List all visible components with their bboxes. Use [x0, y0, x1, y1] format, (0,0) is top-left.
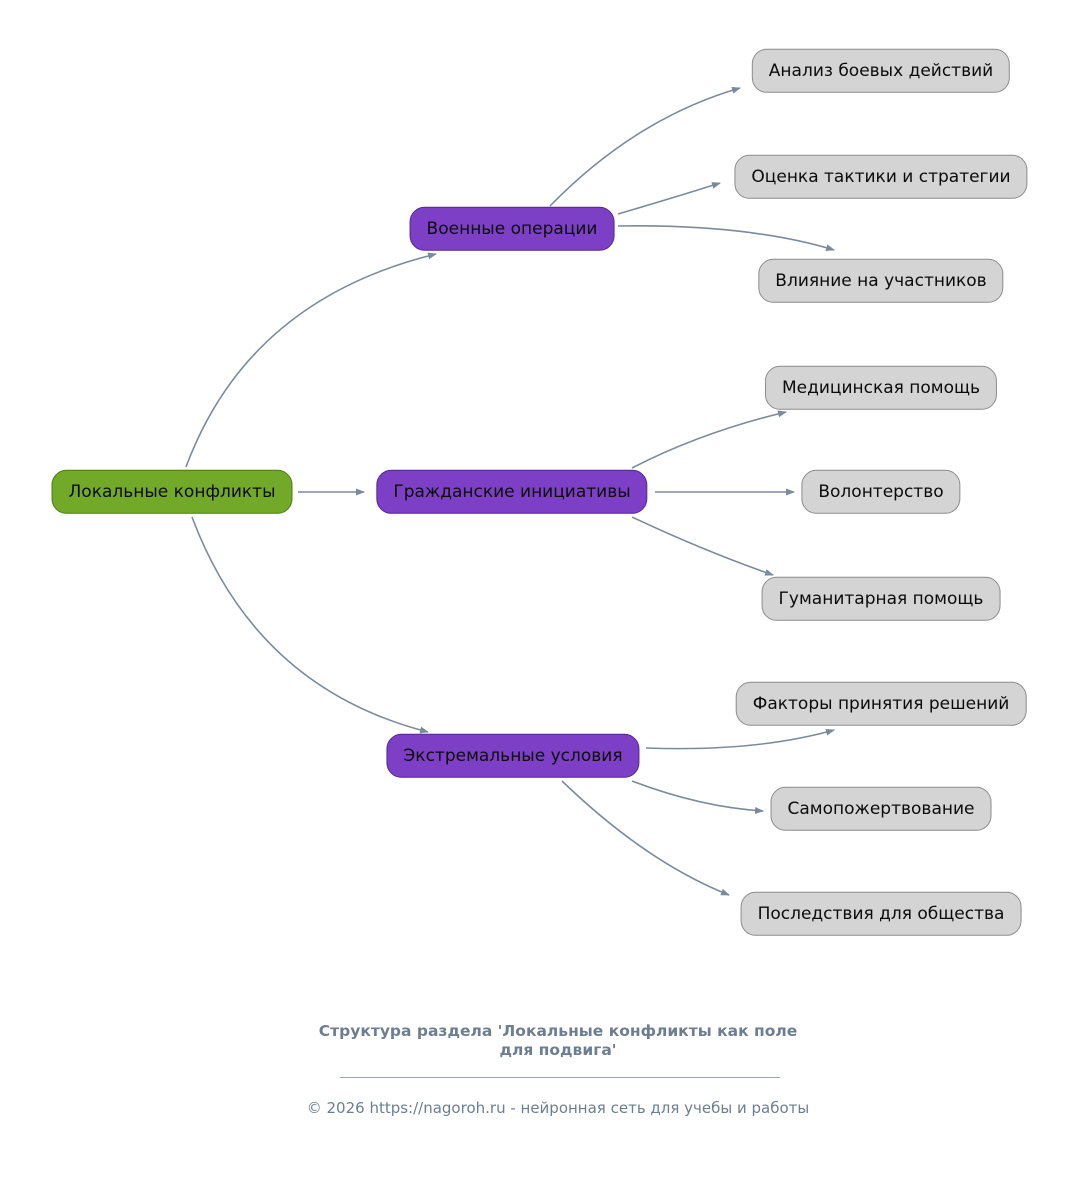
node-leaf-society-consequences: Последствия для общества: [740, 891, 1022, 937]
edge-civil-to-humanitarian: [631, 516, 774, 576]
node-leaf-volunteering: Волонтерство: [801, 469, 961, 515]
node-leaf-tactics-strategy: Оценка тактики и стратегии: [734, 154, 1028, 200]
node-branch-military-operations: Военные операции: [409, 206, 615, 252]
edge-military-to-tactics: [617, 182, 721, 215]
node-branch-extreme-conditions: Экстремальные условия: [386, 733, 640, 779]
edge-extreme-to-sacrifice: [631, 780, 764, 814]
node-leaf-self-sacrifice: Самопожертвование: [770, 786, 992, 832]
edge-extreme-to-decisions: [645, 728, 835, 750]
node-leaf-impact-participants: Влияние на участников: [758, 258, 1004, 304]
edge-military-to-analysis: [549, 86, 741, 207]
edge-military-to-impact: [617, 225, 835, 252]
edge-extreme-to-consequences: [561, 780, 730, 896]
edge-root-to-military: [185, 252, 437, 468]
footer-copyright: © 2026 https://nagoroh.ru - нейронная се…: [306, 1099, 810, 1117]
node-leaf-humanitarian-aid: Гуманитарная помощь: [761, 576, 1001, 622]
node-leaf-combat-analysis: Анализ боевых действий: [751, 48, 1011, 94]
footer-divider: [340, 1077, 780, 1078]
node-leaf-decision-factors: Факторы принятия решений: [735, 681, 1027, 727]
node-branch-civil-initiatives: Гражданские инициативы: [376, 469, 648, 515]
edge-civil-to-medical: [631, 410, 787, 469]
node-root-local-conflicts: Локальные конфликты: [51, 469, 293, 515]
edge-root-to-extreme: [191, 516, 429, 734]
node-leaf-medical-aid: Медицинская помощь: [764, 365, 998, 411]
footer-title: Структура раздела 'Локальные конфликты к…: [318, 1022, 798, 1060]
